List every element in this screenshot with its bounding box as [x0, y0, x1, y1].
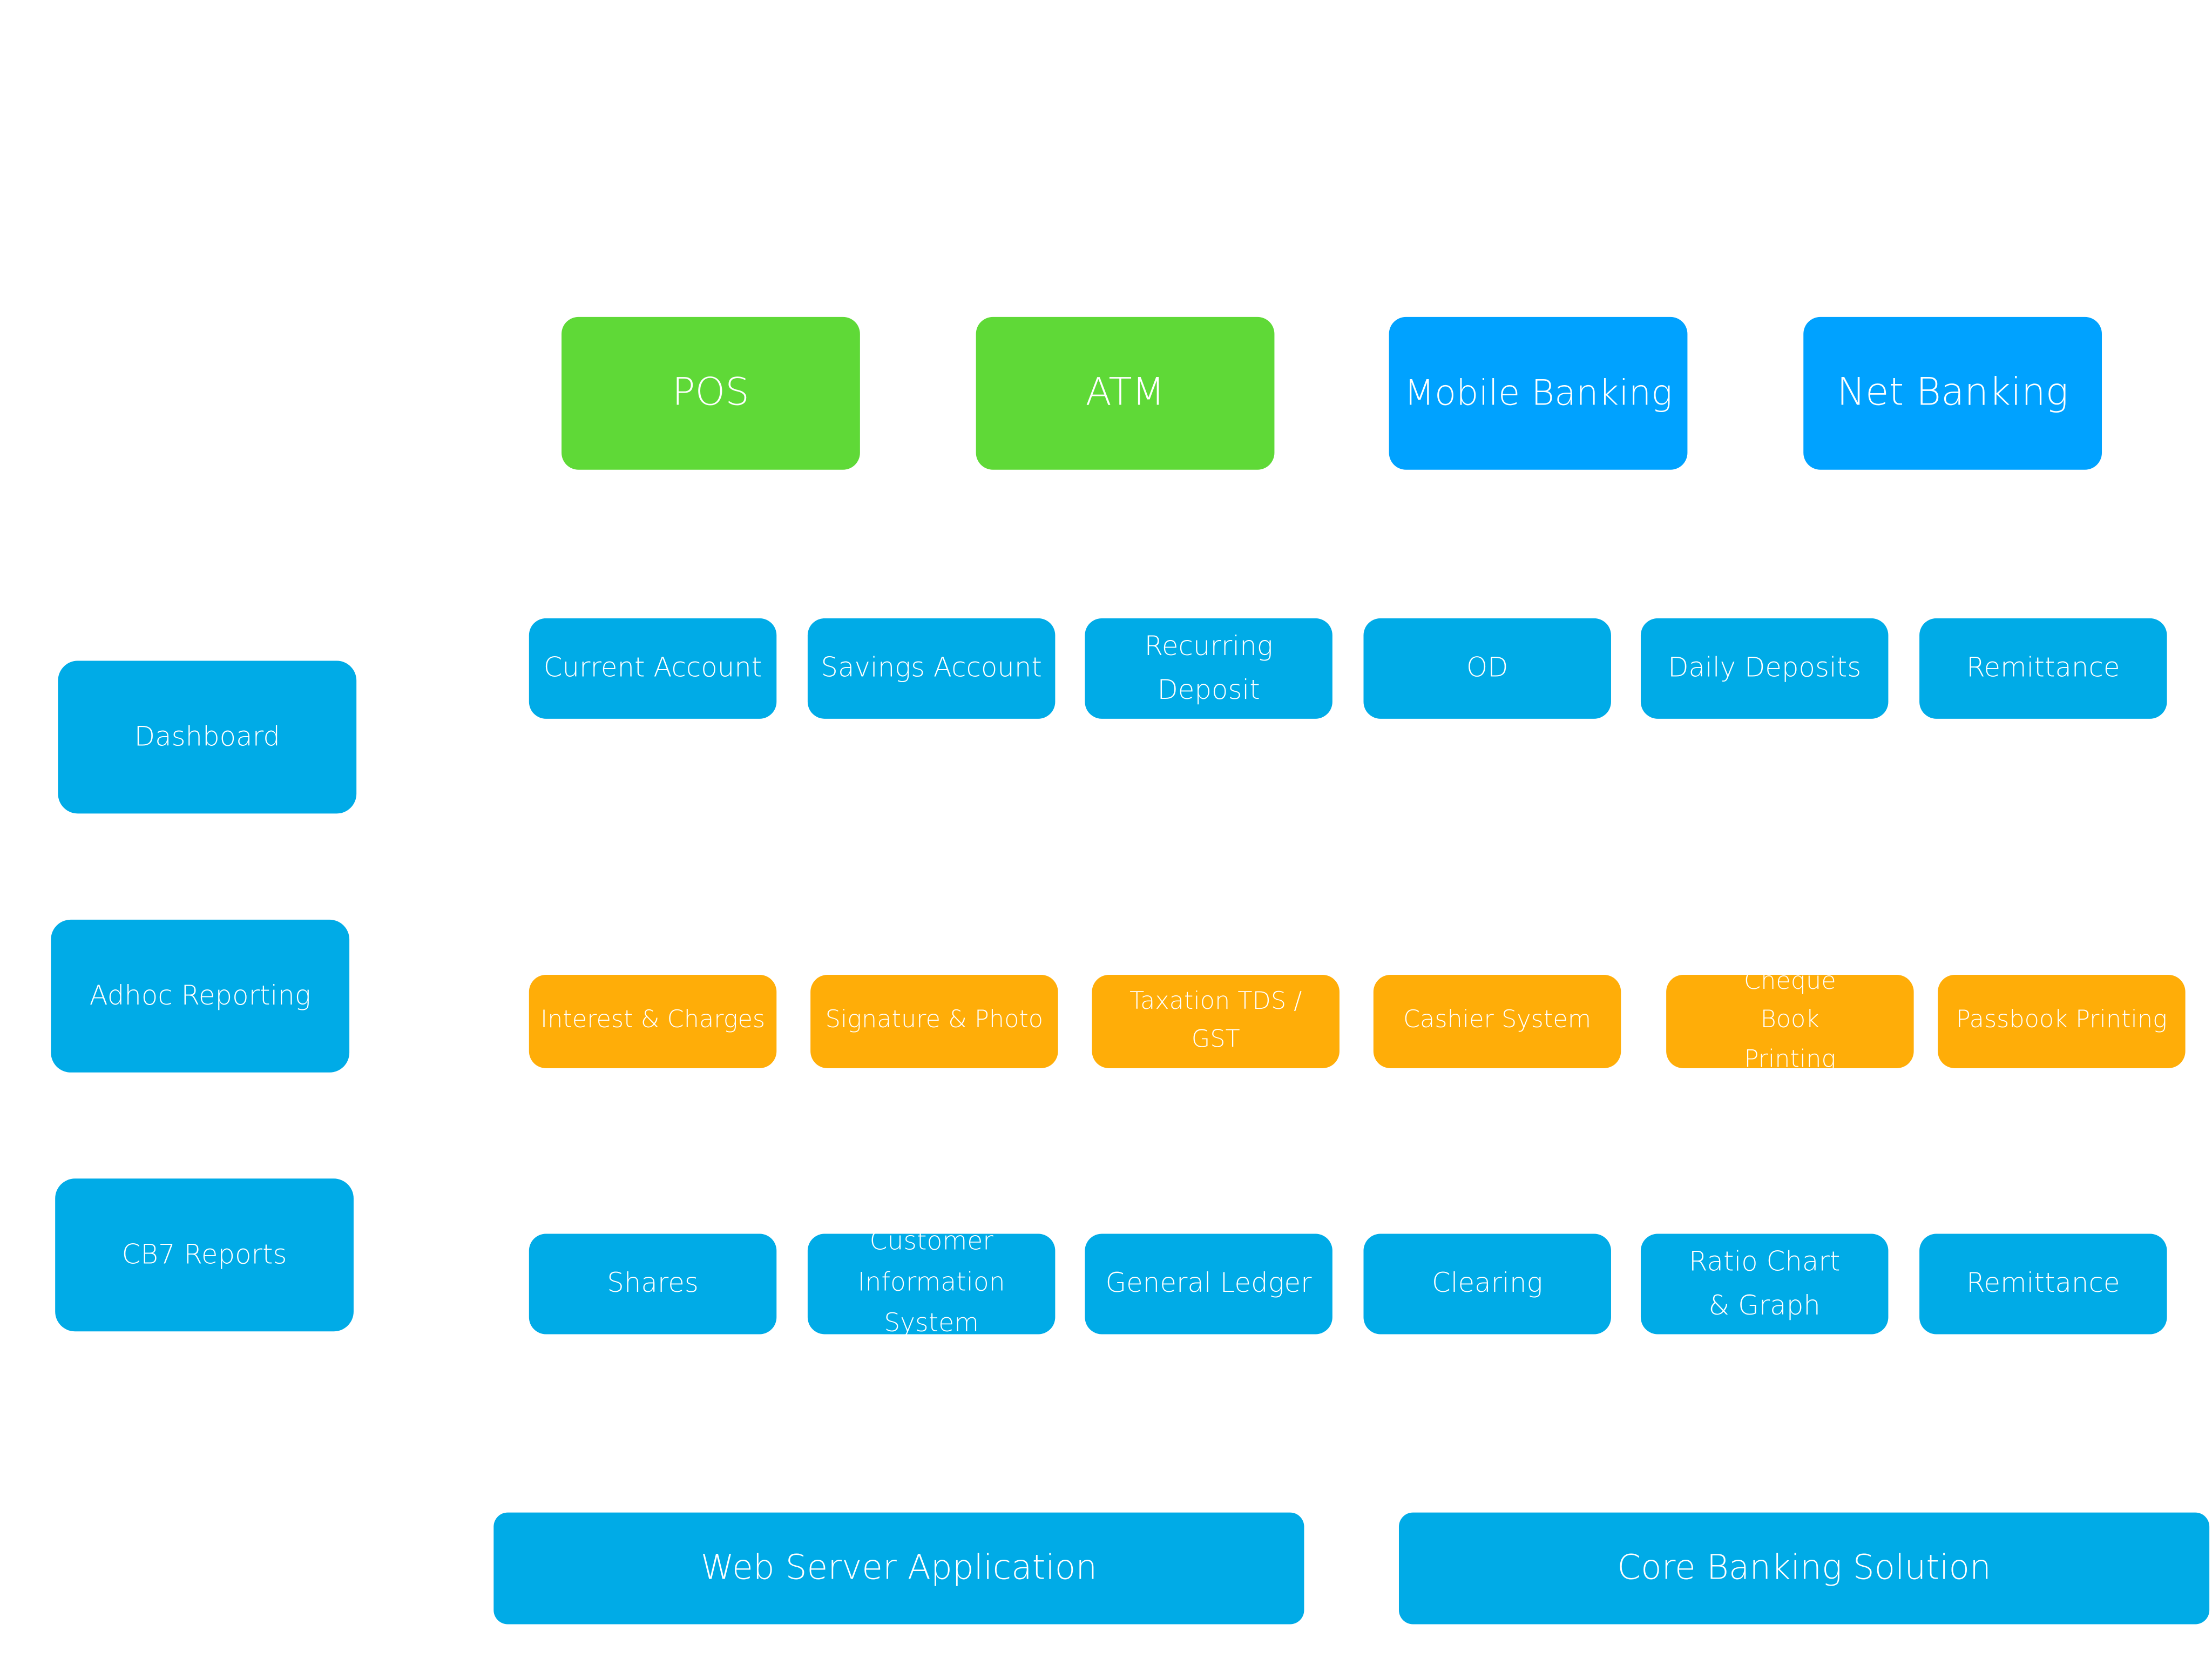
module-item-label: Shares: [607, 1268, 699, 1299]
adhoc-reporting-label: Adhoc Reporting: [89, 980, 311, 1012]
service-item-taxation: Taxation TDS / GST: [1092, 975, 1340, 1068]
module-item-customer-information-system: Customer Information System: [807, 1227, 1056, 1338]
module-item-label: General Ledger: [1105, 1268, 1312, 1299]
pos-channel: POS: [562, 316, 860, 470]
service-item-cashier-system: Cashier System: [1373, 975, 1621, 1068]
module-item-remittance: Remittance: [1919, 1234, 2167, 1335]
service-item-label: Taxation TDS / GST: [1129, 987, 1302, 1054]
atm-channel: ATM: [976, 316, 1275, 470]
service-item-cheque-book-printing: Cheque Book Printing: [1666, 968, 1914, 1073]
accounts-item-od: OD: [1363, 618, 1611, 719]
accounts-item-savings-account: Savings Account: [807, 618, 1056, 719]
accounts-item-remittance: Remittance: [1919, 618, 2167, 719]
service-item-signature-photo: Signature & Photo: [810, 975, 1058, 1068]
accounts-item-label: Current Account: [543, 652, 762, 684]
atm-label: ATM: [1085, 371, 1165, 415]
accounts-item-current-account: Current Account: [529, 618, 777, 719]
cb7-reports-label: CB7 Reports: [121, 1239, 287, 1271]
module-item-label: Clearing: [1431, 1268, 1543, 1299]
core-banking-solution-box: Core Banking Solution: [1398, 1512, 2210, 1625]
accounts-item-label: Daily Deposits: [1668, 652, 1862, 684]
net-banking-channel: Net Banking: [1803, 316, 2102, 470]
service-item-label: Cheque Book Printing: [1744, 968, 1836, 1074]
service-item-label: Interest & Charges: [540, 1006, 766, 1035]
service-item-label: Cashier System: [1403, 1006, 1592, 1035]
adhoc-reporting-box: Adhoc Reporting: [51, 919, 350, 1073]
accounts-item-label: OD: [1466, 652, 1509, 684]
service-item-passbook-printing: Passbook Printing: [1938, 975, 2186, 1068]
dashboard-label: Dashboard: [134, 721, 280, 753]
accounts-item-label: Remittance: [1966, 652, 2120, 684]
pos-label: POS: [672, 371, 750, 415]
core-banking-solution-label: Core Banking Solution: [1617, 1548, 1991, 1588]
module-item-general-ledger: General Ledger: [1085, 1234, 1332, 1335]
service-item-interest-charges: Interest & Charges: [529, 975, 777, 1068]
module-item-label: Ratio Chart & Graph: [1688, 1246, 1841, 1321]
mobile-banking-label: Mobile Banking: [1404, 372, 1673, 413]
service-item-label: Signature & Photo: [825, 1006, 1044, 1035]
module-item-label: Remittance: [1966, 1268, 2120, 1299]
accounts-item-label: Recurring Deposit: [1144, 631, 1273, 705]
service-item-label: Passbook Printing: [1956, 1006, 2167, 1035]
module-item-clearing: Clearing: [1363, 1234, 1611, 1335]
module-item-shares: Shares: [529, 1234, 777, 1335]
module-item-ratio-chart-graph: Ratio Chart & Graph: [1640, 1234, 1889, 1335]
web-server-application-label: Web Server Application: [700, 1548, 1098, 1588]
web-server-application-box: Web Server Application: [493, 1512, 1304, 1625]
mobile-banking-channel: Mobile Banking: [1389, 316, 1688, 470]
accounts-item-label: Savings Account: [821, 652, 1042, 684]
dashboard-box: Dashboard: [58, 660, 357, 814]
module-item-label: Customer Information System: [857, 1227, 1005, 1339]
accounts-item-daily-deposits: Daily Deposits: [1640, 618, 1889, 719]
net-banking-label: Net Banking: [1837, 371, 2069, 415]
accounts-item-recurring-deposit: Recurring Deposit: [1085, 618, 1332, 719]
cb7-reports-box: CB7 Reports: [55, 1178, 354, 1332]
